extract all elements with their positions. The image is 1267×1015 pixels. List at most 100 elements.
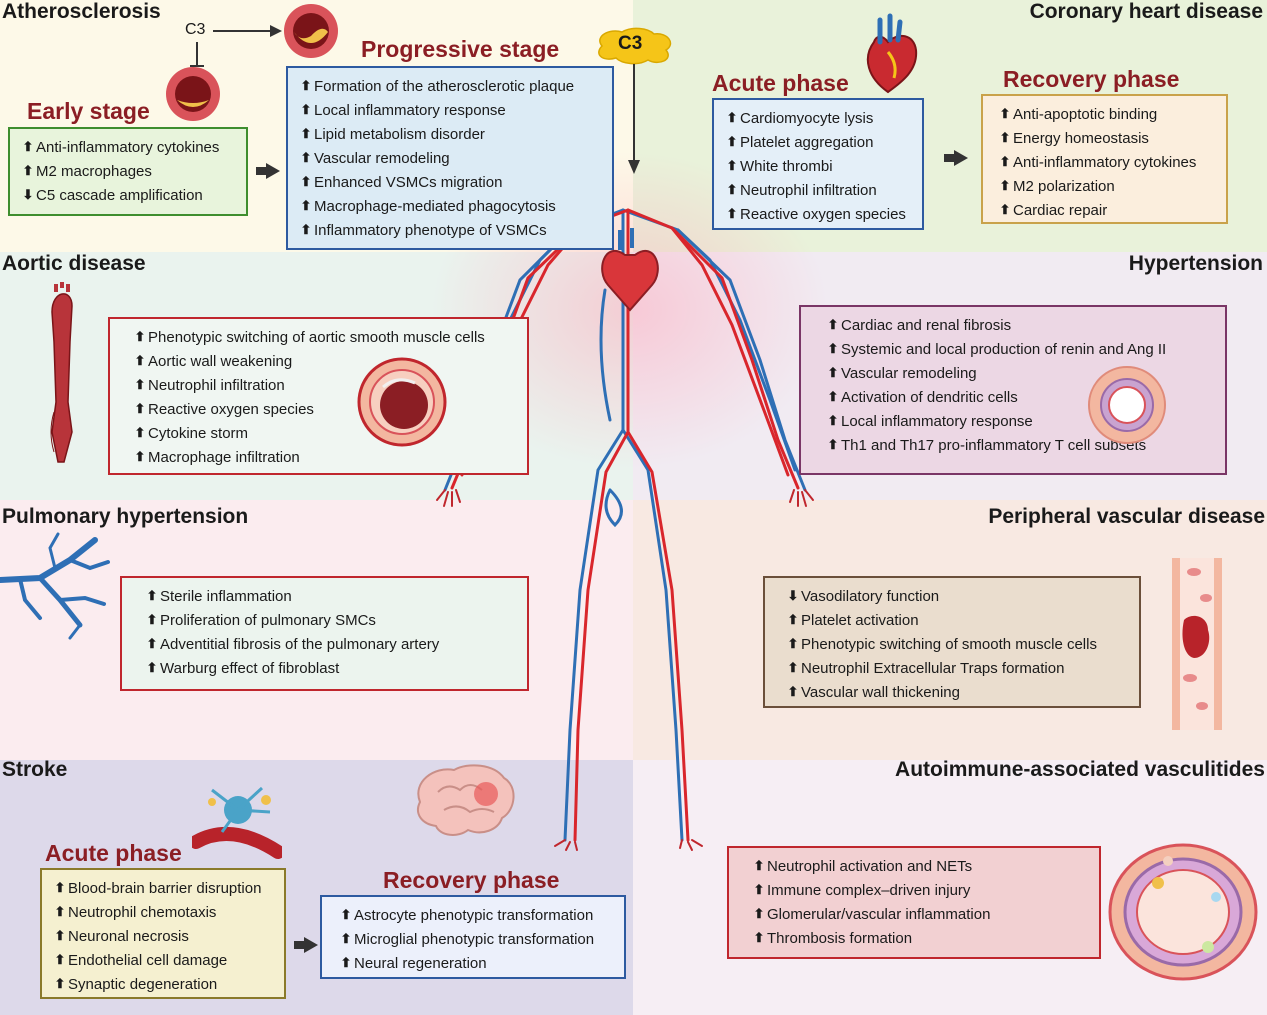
- arrow-up-icon: ⬆: [300, 174, 312, 189]
- arrow-up-icon: ⬆: [753, 882, 765, 897]
- list-item-text: Neuronal necrosis: [68, 927, 189, 945]
- autoimmune-title: Autoimmune-associated vasculitides: [895, 758, 1265, 781]
- arrow-up-icon: ⬆: [999, 154, 1011, 169]
- list-item: ⬆Formation of the atherosclerotic plaque: [300, 74, 602, 98]
- list-item: ⬆Warburg effect of fibroblast: [146, 656, 517, 680]
- list-item: ⬆Neutrophil Extracellular Traps formatio…: [787, 656, 1129, 680]
- arrow-up-icon: ⬆: [753, 858, 765, 873]
- peripheral-box: ⬇Vasodilatory function⬆Platelet activati…: [763, 576, 1141, 708]
- list-item: ⬇Vasodilatory function: [787, 584, 1129, 608]
- list-item: ⬆Systemic and local production of renin …: [827, 337, 1215, 361]
- list-item: ⬆Anti-inflammatory cytokines: [999, 150, 1216, 174]
- heart-anatomy-icon: [866, 13, 918, 94]
- list-item-text: Phenotypic switching of aortic smooth mu…: [148, 328, 485, 346]
- arrow-up-icon: ⬆: [340, 931, 352, 946]
- list-item: ⬆Neural regeneration: [340, 951, 614, 975]
- list-item: ⬆Neutrophil infiltration: [134, 373, 517, 397]
- list-item-text: Thrombosis formation: [767, 929, 913, 947]
- arrow-up-icon: ⬆: [726, 206, 738, 221]
- stroke-recovery-phase-box: ⬆Astrocyte phenotypic transformation⬆Mic…: [320, 895, 626, 979]
- arrow-up-icon: ⬆: [753, 906, 765, 921]
- arrow-up-icon: ⬆: [22, 163, 34, 178]
- stroke-acute-to-recovery-arrow: [294, 937, 318, 953]
- arrow-up-icon: ⬆: [134, 425, 146, 440]
- arrow-up-icon: ⬆: [827, 413, 839, 428]
- list-item: ⬆Vascular remodeling: [300, 146, 602, 170]
- list-item-text: Reactive oxygen species: [148, 400, 314, 418]
- list-item-text: M2 macrophages: [36, 162, 152, 180]
- list-item-text: Vasodilatory function: [801, 587, 940, 605]
- list-item: ⬆Inflammatory phenotype of VSMCs: [300, 218, 602, 242]
- list-item-text: Proliferation of pulmonary SMCs: [160, 611, 376, 629]
- list-item-text: Th1 and Th17 pro-inflammatory T cell sub…: [841, 436, 1147, 454]
- list-item: ⬆Blood-brain barrier disruption: [54, 876, 274, 900]
- list-item: ⬆Adventitial fibrosis of the pulmonary a…: [146, 632, 517, 656]
- stroke-acute-phase-box: ⬆Blood-brain barrier disruption⬆Neutroph…: [40, 868, 286, 999]
- arrow-up-icon: ⬆: [726, 182, 738, 197]
- arrow-up-icon: ⬆: [54, 928, 66, 943]
- list-item: ⬆Th1 and Th17 pro-inflammatory T cell su…: [827, 433, 1215, 457]
- list-item: ⬆Synaptic degeneration: [54, 972, 274, 996]
- list-item: ⬆Macrophage infiltration: [134, 445, 517, 469]
- arrow-up-icon: ⬆: [134, 377, 146, 392]
- list-item: ⬆Neutrophil chemotaxis: [54, 900, 274, 924]
- arrow-up-icon: ⬆: [146, 636, 158, 651]
- list-item-text: Warburg effect of fibroblast: [160, 659, 340, 677]
- pulmonary-vessel-tree-icon: [0, 532, 110, 640]
- list-item-text: Neutrophil activation and NETs: [767, 857, 973, 875]
- coronary-acute-phase-box: ⬆Cardiomyocyte lysis⬆Platelet aggregatio…: [712, 98, 924, 230]
- vasculitis-cross-section-icon: [1108, 843, 1258, 981]
- list-item-text: Anti-inflammatory cytokines: [1013, 153, 1197, 171]
- arrow-up-icon: ⬆: [999, 202, 1011, 217]
- list-item-text: Macrophage infiltration: [148, 448, 300, 466]
- early-stage-box: ⬆Anti-inflammatory cytokines⬆M2 macropha…: [8, 127, 248, 216]
- arrow-up-icon: ⬆: [54, 904, 66, 919]
- list-item: ⬆Reactive oxygen species: [134, 397, 517, 421]
- list-item-text: Anti-apoptotic binding: [1013, 105, 1158, 123]
- list-item-text: Systemic and local production of renin a…: [841, 340, 1167, 358]
- arrow-up-icon: ⬆: [999, 130, 1011, 145]
- arrow-up-icon: ⬆: [54, 976, 66, 991]
- list-item-text: Enhanced VSMCs migration: [314, 173, 503, 191]
- coronary-recovery-phase-title: Recovery phase: [1003, 66, 1180, 92]
- list-item: ⬆Platelet activation: [787, 608, 1129, 632]
- list-item-text: Glomerular/vascular inflammation: [767, 905, 991, 923]
- list-item-text: Immune complex–driven injury: [767, 881, 971, 899]
- list-item: ⬆Aortic wall weakening: [134, 349, 517, 373]
- list-item: ⬆Energy homeostasis: [999, 126, 1216, 150]
- arrow-up-icon: ⬆: [54, 880, 66, 895]
- progressive-stage-title: Progressive stage: [361, 36, 560, 62]
- c3-inhibition-label: C3: [185, 21, 206, 38]
- arrow-up-icon: ⬆: [146, 612, 158, 627]
- list-item-text: Cardiac and renal fibrosis: [841, 316, 1012, 334]
- list-item-text: Activation of dendritic cells: [841, 388, 1018, 406]
- arrow-up-icon: ⬆: [134, 449, 146, 464]
- list-item-text: Endothelial cell damage: [68, 951, 228, 969]
- list-item-text: Neutrophil infiltration: [148, 376, 285, 394]
- list-item-text: Blood-brain barrier disruption: [68, 879, 262, 897]
- arrow-up-icon: ⬆: [300, 126, 312, 141]
- arrow-up-icon: ⬆: [300, 198, 312, 213]
- arrow-up-icon: ⬆: [134, 353, 146, 368]
- list-item: ⬆Anti-apoptotic binding: [999, 102, 1216, 126]
- c3-inhibition-arrows: [190, 25, 282, 67]
- coronary-recovery-phase-box: ⬆Anti-apoptotic binding⬆Energy homeostas…: [981, 94, 1228, 224]
- list-item: ⬇C5 cascade amplification: [22, 183, 236, 207]
- arrow-down-icon: ⬇: [787, 588, 799, 603]
- vessel-thrombus-icon: [1172, 558, 1222, 730]
- list-item: ⬆Phenotypic switching of aortic smooth m…: [134, 325, 517, 349]
- arrow-up-icon: ⬆: [300, 222, 312, 237]
- arrow-up-icon: ⬆: [787, 612, 799, 627]
- list-item-text: M2 polarization: [1013, 177, 1115, 195]
- list-item-text: Vascular remodeling: [841, 364, 977, 382]
- list-item-text: Synaptic degeneration: [68, 975, 218, 993]
- early-to-progressive-arrow: [256, 163, 280, 179]
- autoimmune-box: ⬆Neutrophil activation and NETs⬆Immune c…: [727, 846, 1101, 959]
- arrow-down-icon: ⬇: [22, 187, 34, 202]
- aortic-box: ⬆Phenotypic switching of aortic smooth m…: [108, 317, 529, 475]
- hypertension-title: Hypertension: [1128, 252, 1263, 275]
- coronary-acute-phase-title: Acute phase: [712, 70, 849, 96]
- arrow-up-icon: ⬆: [787, 660, 799, 675]
- list-item: ⬆Astrocyte phenotypic transformation: [340, 903, 614, 927]
- list-item-text: Platelet aggregation: [740, 133, 874, 151]
